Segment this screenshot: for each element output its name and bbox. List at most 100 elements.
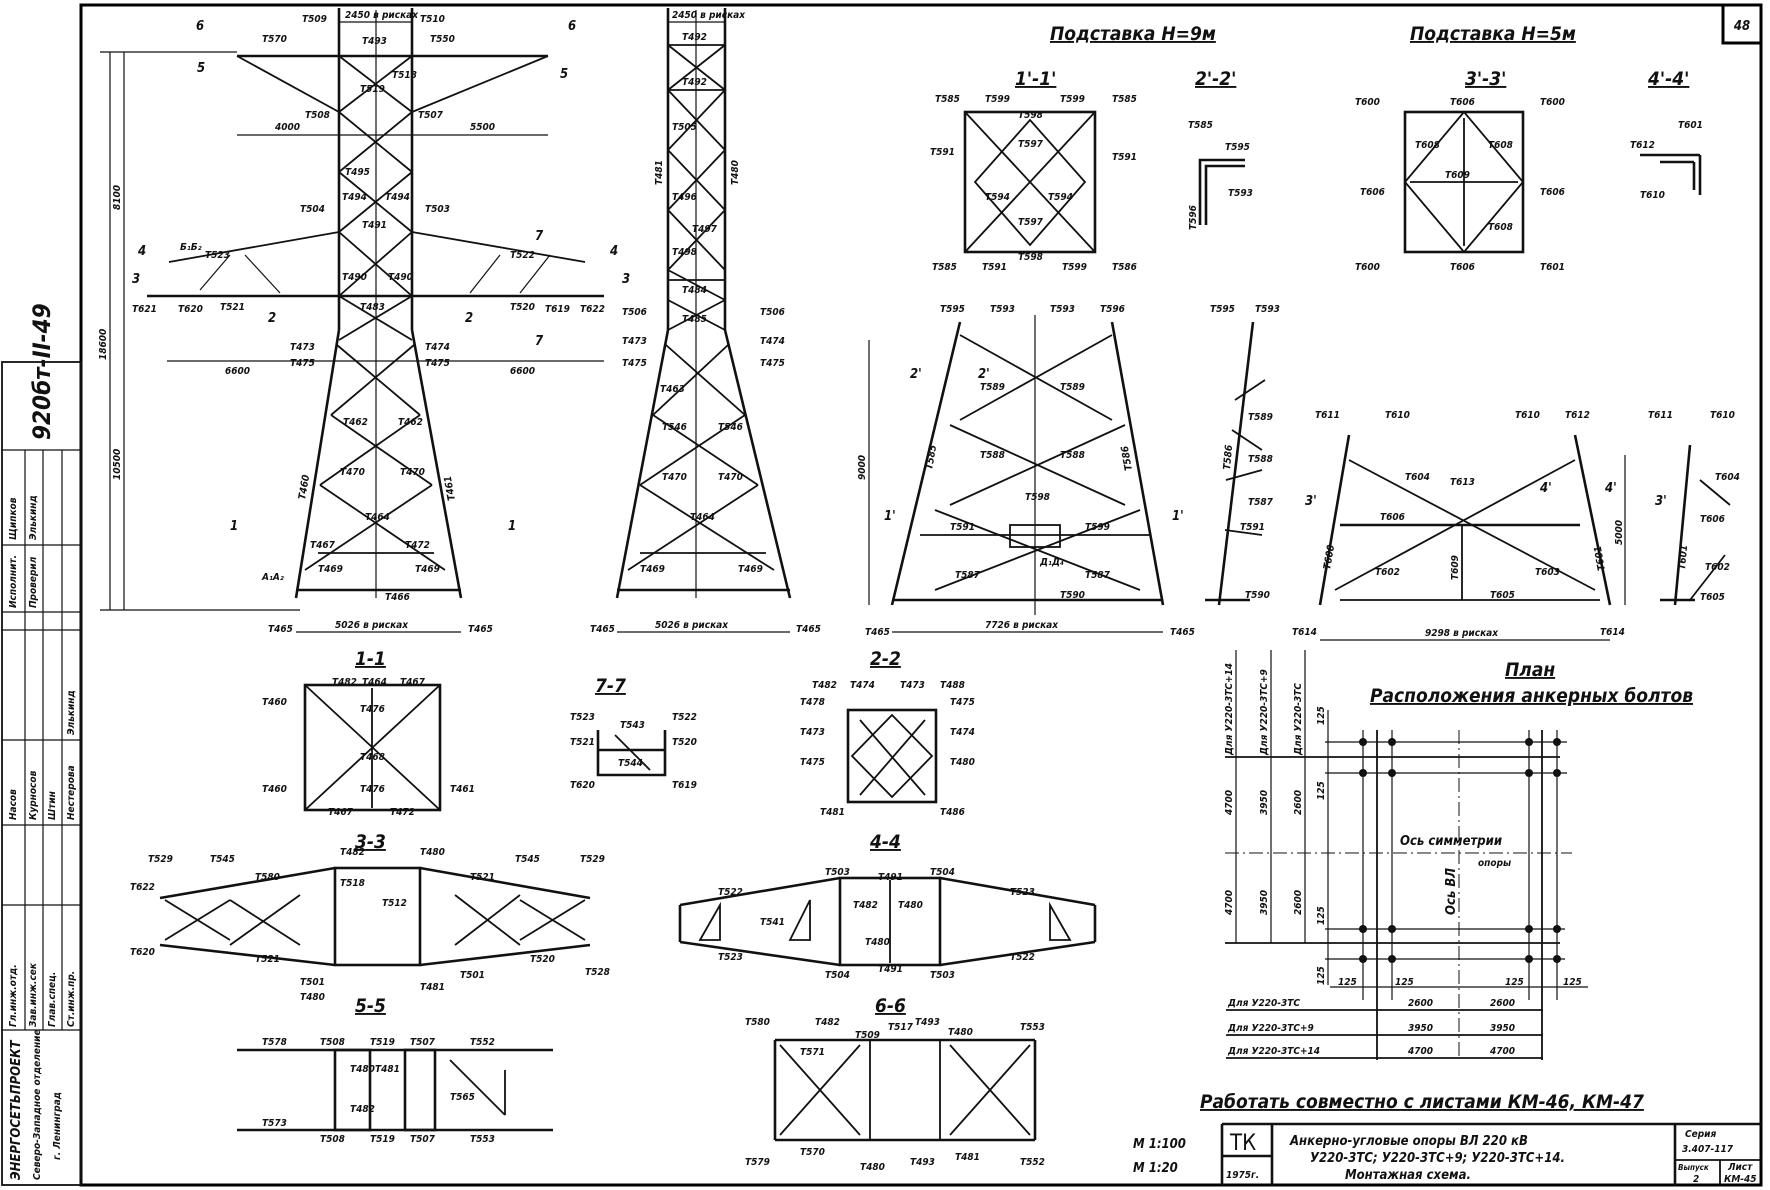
member-label: Т593 <box>1228 188 1253 199</box>
member-label: Т501 <box>300 977 325 988</box>
member-label: Т587 <box>955 570 981 581</box>
member-label: Т589 <box>1248 412 1273 423</box>
member-label: Т466 <box>385 592 410 603</box>
member-label: Т544 <box>618 758 643 769</box>
title-block: М 1:100 М 1:20 ТК 1975г. Анкерно-угловые… <box>1133 1122 1761 1185</box>
member-label: Т598 <box>1025 492 1050 503</box>
plan-offset: 125 <box>1316 706 1327 725</box>
member-label: Т508 <box>320 1134 345 1145</box>
member-label: Т475 <box>800 757 825 768</box>
member-label: Т552 <box>470 1037 495 1048</box>
plan-title: План <box>1505 659 1555 681</box>
series-number: 3.407-117 <box>1682 1144 1734 1155</box>
member-label: Т507 <box>418 110 444 121</box>
member-label: Т605 <box>1490 590 1515 601</box>
org-mark: ТК <box>1229 1131 1256 1156</box>
member-label: Т599 <box>1060 94 1085 105</box>
member-label: Т474 <box>760 336 785 347</box>
member-label: Т523 <box>570 712 595 723</box>
member-label: Т612 <box>1565 410 1590 421</box>
member-label: Т541 <box>760 917 785 928</box>
member-label: Т546 <box>718 422 743 433</box>
member-label: Т523 <box>1010 887 1035 898</box>
member-label: Т608 <box>1415 140 1440 151</box>
member-label: Т481 <box>820 807 845 818</box>
member-label: Т503 <box>930 970 955 981</box>
member-label: Т596 <box>1188 205 1199 230</box>
member-label: Т470 <box>400 467 425 478</box>
member-label: Т586 <box>1222 444 1235 470</box>
member-label: Т611 <box>1648 410 1673 421</box>
member-label: Т579 <box>745 1157 770 1168</box>
member-label: Т507 <box>410 1134 436 1145</box>
plan-row-label: Для У220-3ТС+14 <box>1227 1046 1320 1057</box>
member-label: Т619 <box>545 304 570 315</box>
member-label: Т473 <box>800 727 825 738</box>
drawing-code: 920бт-II-49 <box>28 303 56 440</box>
member-label: Т602 <box>1375 567 1400 578</box>
section-title: 4'-4' <box>1647 68 1689 90</box>
member-label: Т585 <box>924 444 939 470</box>
section-1p-1p: 1'-1' Т585 Т599 Т598 Т599 Т585 Т597 Т591… <box>930 68 1137 273</box>
member-label: Т585 <box>1112 94 1137 105</box>
base-9m-side-view: Т595 Т593 Т586 Т589 Т588 Т587 Т591 Т590 <box>1205 304 1280 606</box>
member-label: Т545 <box>210 854 235 865</box>
member-label: Т598 <box>1018 110 1043 121</box>
member-label: Т464 <box>365 512 390 523</box>
member-label: Т486 <box>940 807 965 818</box>
member-label: Т608 <box>1488 222 1513 233</box>
member-label: Т497 <box>692 224 718 235</box>
member-label: Т485 <box>682 314 707 325</box>
member-label: Т512 <box>382 898 407 909</box>
member-label: Т463 <box>660 384 685 395</box>
dim-upper-height: 8100 <box>112 185 123 210</box>
plan-col-header: Для У220-3ТС <box>1293 683 1304 756</box>
member-label: Т519 <box>370 1037 395 1048</box>
cut-mark: 1' <box>884 509 896 524</box>
member-label: Т570 <box>262 34 287 45</box>
member-label: Т506 <box>760 307 785 318</box>
member-label: Т460 <box>262 697 287 708</box>
base-9m-front-view: 9000 7726 в рисках Т595 Т593 Т593 Т596 Т… <box>857 304 1195 638</box>
member-label: Т565 <box>450 1092 475 1103</box>
plan-col-header: Для У220-3ТС+14 <box>1224 663 1235 756</box>
member-label: Т482 <box>350 1104 375 1115</box>
member-label: Т599 <box>1085 522 1110 533</box>
member-label: Т594 <box>1048 192 1073 203</box>
dim-top-width: 2450 в рисках <box>672 10 746 21</box>
member-label: Т604 <box>1405 472 1430 483</box>
plan-value: 2600 <box>1408 998 1433 1009</box>
stamp-role: Зав.инж.сек <box>28 962 39 1027</box>
member-label: Т587 <box>1085 570 1111 581</box>
member-label: Т492 <box>682 77 707 88</box>
member-label: Т521 <box>220 302 245 313</box>
dim-base-width: 5026 в рисках <box>655 620 729 631</box>
cut-mark: 4 <box>138 244 146 259</box>
member-label: Т474 <box>950 727 975 738</box>
member-label: Т467 <box>328 807 354 818</box>
member-label: Т482 <box>853 900 878 911</box>
cut-mark: 7 <box>535 229 544 244</box>
dim-base5-height: 5000 <box>1614 520 1625 545</box>
member-label: Т610 <box>1640 190 1665 201</box>
title-line-3: Монтажная схема. <box>1345 1168 1471 1183</box>
stamp-org: ЭНЕРГОСЕТЬПРОЕКТ <box>9 1039 24 1180</box>
member-label: Т591 <box>1240 522 1265 533</box>
section-5-5: 5-5 Т578 Т508 Т519 Т507 Т552 Т480 Т481 Т… <box>237 995 553 1145</box>
member-label: Т503 <box>425 204 450 215</box>
member-label: Т591 <box>1112 152 1137 163</box>
cut-mark: 1 <box>508 519 516 534</box>
member-label: Т573 <box>262 1118 287 1129</box>
member-label: Т510 <box>420 14 445 25</box>
plan-value: 2600 <box>1490 998 1515 1009</box>
tower-front-view: 2450 в рисках 4000 5500 6600 6600 18600 … <box>98 8 630 635</box>
scale-2: М 1:20 <box>1133 1161 1178 1176</box>
cut-mark: 3 <box>622 272 630 287</box>
dim-base9-height: 9000 <box>857 455 868 480</box>
member-label: Т517 <box>888 1022 914 1033</box>
member-label: Т482 <box>332 677 357 688</box>
cut-mark: 6 <box>196 19 204 34</box>
issue-number: 2 <box>1693 1174 1699 1185</box>
cut-mark: 6 <box>568 19 576 34</box>
member-label: Т480 <box>730 160 741 185</box>
